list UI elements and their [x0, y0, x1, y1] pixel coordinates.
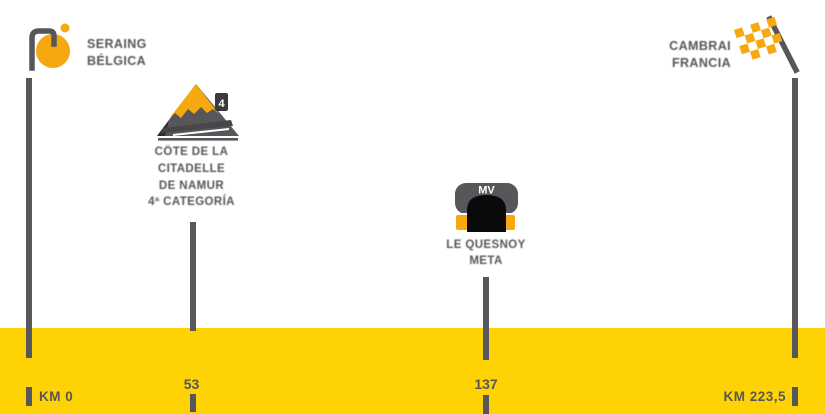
km-axis-band [0, 328, 825, 414]
km0-tick [26, 387, 32, 406]
sprint-location-label: LE QUESNOY META [426, 238, 546, 269]
finish-marker-line [792, 78, 798, 358]
start-location-label: SERAING BÉLGICA [87, 36, 147, 70]
sprint-jersey-icon: MV [455, 183, 518, 232]
finish-city: CAMBRAI [669, 39, 731, 53]
mountain-icon: 4 [157, 84, 239, 141]
climb-category-badge: 4 [218, 98, 225, 110]
sprint-town: LE QUESNOY [446, 239, 526, 251]
finish-location-label: CAMBRAI FRANCIA [669, 38, 731, 72]
finish-country: FRANCIA [671, 56, 731, 70]
start-marker-line [26, 78, 32, 358]
sprint-jersey-label: MV [478, 185, 495, 197]
sprint-sub: META [469, 254, 503, 267]
km223-label: KM 223,5 [723, 389, 786, 404]
climb-name-line1: CÔTE DE LA [154, 146, 229, 158]
climb-marker-line [189, 222, 196, 331]
start-country: BÉLGICA [87, 54, 147, 68]
km137-tick [483, 395, 489, 414]
sprint-marker-line [483, 277, 489, 360]
climb-location-label: CÔTE DE LA CITADELLE DE NAMUR 4ª CATEGOR… [129, 144, 254, 211]
checkered-flag-icon [734, 15, 800, 74]
climb-name-line3: DE NAMUR [158, 179, 225, 192]
start-city: SERAING [87, 37, 147, 51]
km223-tick [792, 387, 798, 406]
km137-label: 137 [474, 376, 498, 392]
cyclist-start-icon [29, 23, 70, 71]
climb-name-line2: CITADELLE [157, 162, 226, 175]
km53-tick [189, 394, 196, 412]
km53-label: 53 [183, 376, 200, 392]
climb-name-line4: 4ª CATEGORÍA [148, 196, 235, 209]
km0-label: KM 0 [39, 389, 74, 404]
